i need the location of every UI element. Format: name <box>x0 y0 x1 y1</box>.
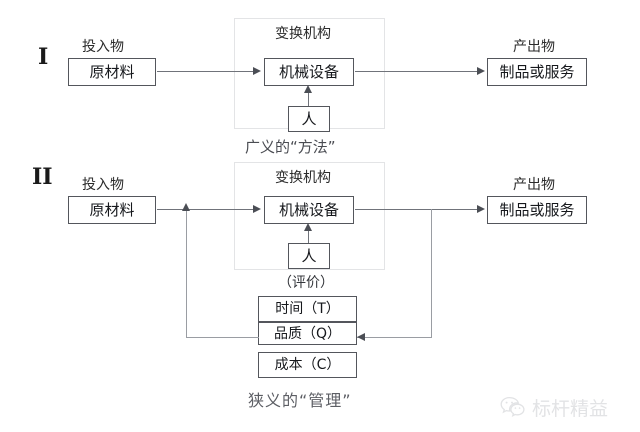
row2-arrow-process-to-output-line <box>355 209 477 211</box>
row1-output-caption: 产出物 <box>513 39 555 55</box>
feedback-into-quality-arrow-head <box>357 333 365 341</box>
row2-group-caption: 变换机构 <box>275 170 331 186</box>
row2-output-caption: 产出物 <box>513 177 555 193</box>
row1-person-box: 人 <box>288 106 330 132</box>
row1-output-box: 制品或服务 <box>487 58 587 86</box>
feedback-left-vertical-rail <box>186 209 188 338</box>
row2-person-box: 人 <box>288 243 330 269</box>
row2-arrow-person-to-process-line <box>308 230 310 243</box>
feedback-into-input-arrow-head <box>182 203 190 211</box>
row2-evaluation-label: （评价） <box>278 275 334 291</box>
row2-numeral: II <box>32 164 53 190</box>
wechat-icon <box>500 396 526 422</box>
row1-numeral: I <box>38 44 49 70</box>
row1-arrow-person-to-process-head <box>304 85 312 93</box>
row1-bottom-label: 广义的“方法” <box>245 138 336 156</box>
row2-metric-box-time: 时间（T） <box>258 296 357 322</box>
row1-arrow-input-to-process-head <box>253 67 261 75</box>
watermark: 标杆精益 <box>500 396 608 422</box>
row2-process-box: 机械设备 <box>264 196 354 224</box>
row2-arrow-input-to-process-line <box>157 209 253 211</box>
row2-metric-box-cost: 成本（C） <box>258 352 357 378</box>
row1-arrow-person-to-process-line <box>308 92 310 106</box>
feedback-top-horizontal-rail <box>357 337 432 339</box>
row1-arrow-process-to-output-head <box>477 67 485 75</box>
row2-transform-group <box>234 162 385 270</box>
row2-input-box: 原材料 <box>68 196 156 224</box>
row1-group-caption: 变换机构 <box>275 26 331 42</box>
row2-input-caption: 投入物 <box>82 177 124 193</box>
row1-input-box: 原材料 <box>68 58 156 86</box>
feedback-right-vertical-rail <box>431 209 433 338</box>
row2-bottom-label: 狭义的“管理” <box>248 391 352 410</box>
row2-arrow-person-to-process-head <box>304 223 312 231</box>
row1-process-box: 机械设备 <box>264 58 354 86</box>
row2-output-box: 制品或服务 <box>487 196 587 224</box>
row1-input-caption: 投入物 <box>82 39 124 55</box>
row2-arrow-input-to-process-head <box>253 205 261 213</box>
watermark-text: 标杆精益 <box>532 397 609 420</box>
row1-arrow-input-to-process-line <box>157 71 253 73</box>
row2-arrow-process-to-output-head <box>477 205 485 213</box>
row2-metric-box-quality: 品质（Q） <box>258 322 357 345</box>
row1-arrow-process-to-output-line <box>355 71 477 73</box>
feedback-bottom-horizontal-rail <box>186 337 259 339</box>
